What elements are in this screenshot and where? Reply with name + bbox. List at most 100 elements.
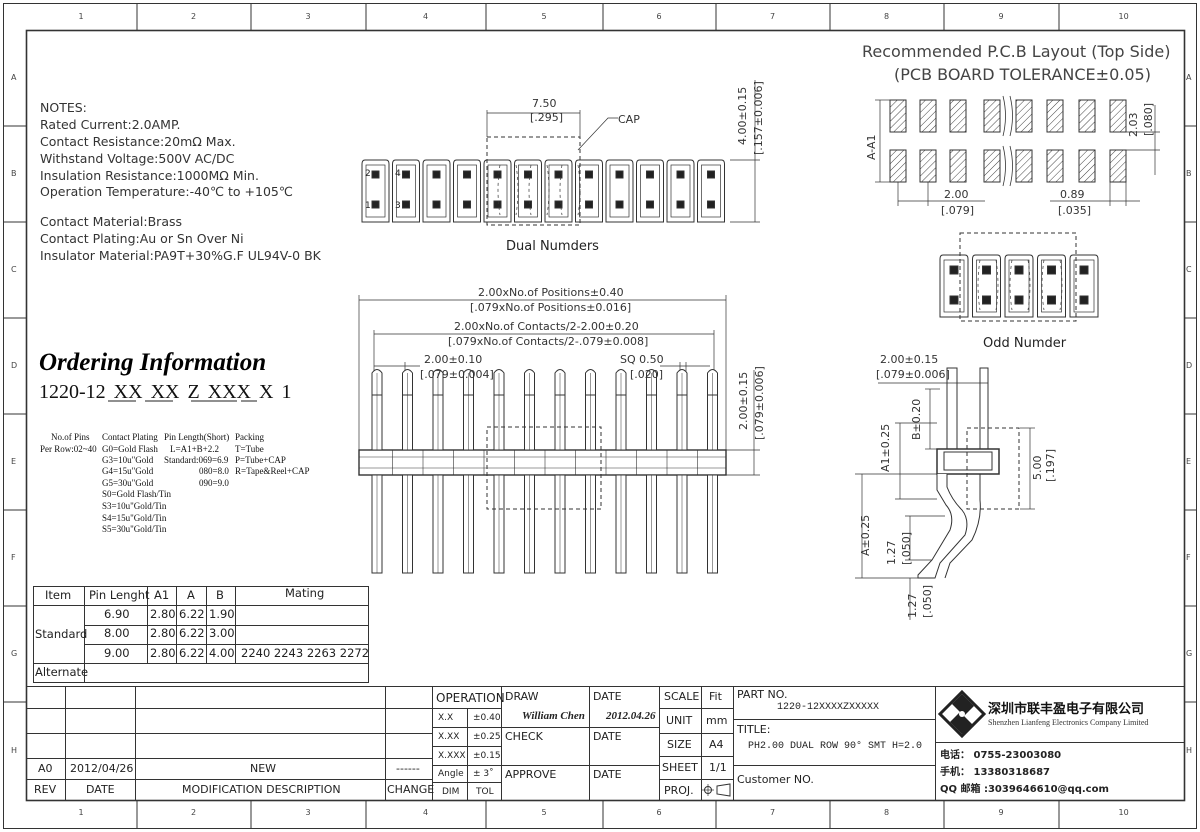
zone-col-label: 9 (998, 808, 1004, 817)
company-name-cn: 深圳市联丰盈电子有限公司 (988, 702, 1145, 717)
tb-tol-value: ±0.15 (473, 751, 501, 761)
dim-label-vertical: [.197] (1044, 448, 1057, 482)
order-group-line: G3=10u"Gold (102, 455, 154, 465)
tb-title: PH2.00 DUAL ROW 90° SMT H=2.0 (748, 741, 923, 752)
spec-cell: 6.90 (104, 607, 130, 621)
order-group-line: P=Tube+CAP (235, 455, 286, 465)
tb-drawer: William Chen (522, 710, 585, 722)
cap-label: CAP (618, 113, 640, 126)
tb-dim: DIM (442, 787, 460, 797)
rev-date-value: 2012/04/26 (70, 762, 134, 775)
dim-label: [.079xNo.of Contacts/2-.079±0.008] (448, 335, 649, 348)
order-group-line: No.of Pins (51, 432, 90, 442)
company-name-en: Shenzhen Lianfeng Electronics Company Li… (988, 718, 1149, 727)
spec-standard-label: Standard (35, 627, 88, 641)
pin-number: 2 (365, 169, 371, 179)
zone-row-label: A (11, 73, 17, 82)
zone-col-label: 4 (423, 808, 429, 817)
order-group-line: S3=10u"Gold/Tin (102, 501, 167, 511)
dim-label: 2.00±0.15 (880, 353, 939, 366)
zone-row-label: F (11, 553, 16, 562)
tb-draw: DRAW (505, 690, 539, 703)
ordering-title: Ordering Information (39, 349, 267, 376)
rev-value: A0 (38, 762, 53, 775)
dim-label-vertical: 4.00±0.15 (736, 86, 749, 145)
zone-col-label: 7 (770, 12, 776, 21)
spec-header: Mating (285, 586, 325, 600)
odd-label: Odd Numder (983, 336, 1067, 351)
order-code: 1220-12 XX XX Z XXX X 1 (39, 382, 291, 402)
order-code-prefix: 1220-12 (39, 381, 106, 403)
spec-header: B (216, 588, 224, 602)
dim-label-vertical: 1.27 (906, 593, 919, 619)
note-line: Insulator Material:PA9T+30%G.F UL94V-0 B… (40, 248, 321, 263)
spec-mating-cell: 2240 2243 2263 2272 (241, 646, 370, 660)
zone-col-label: 2 (191, 12, 197, 21)
pin-number: 3 (395, 201, 401, 211)
spec-cell: 2.80 (150, 646, 176, 660)
note-line: Contact Resistance:20mΩ Max. (40, 134, 236, 149)
order-group-line: Contact Plating (102, 432, 158, 442)
zone-row-label: G (1186, 649, 1193, 658)
tb-proj: PROJ. (664, 784, 694, 797)
tb-tol-value: ±0.40 (473, 713, 501, 723)
spec-cell: 1.90 (209, 607, 235, 621)
pcb-subtitle: (PCB BOARD TOLERANCE±0.05) (894, 65, 1151, 84)
rev-mod-value: NEW (250, 762, 277, 775)
zone-row-label: H (11, 746, 18, 755)
spec-cell: 4.00 (209, 646, 235, 660)
tb-title-label: TITLE: (737, 723, 771, 736)
note-line: Rated Current:2.0AMP. (40, 117, 181, 132)
order-code-z: Z (187, 381, 200, 403)
dim-label: [.079] (941, 204, 975, 217)
spec-cell: 9.00 (104, 646, 130, 660)
dim-label: [.035] (1058, 204, 1092, 217)
spec-cell: 6.22 (179, 646, 205, 660)
tb-tol-label: X.XXX (438, 751, 466, 761)
dim-label: SQ 0.50 (620, 353, 664, 366)
order-group-line: Per Row:02~40 (40, 444, 97, 454)
spec-cell: 2.80 (150, 607, 176, 621)
order-code-pins: XX (113, 381, 143, 403)
spec-header: A (187, 588, 195, 602)
order-group-line: S0=Gold Flash/Tin (102, 489, 172, 499)
order-group-line: T=Tube (235, 444, 264, 454)
spec-header: Item (45, 588, 72, 602)
tb-tol-label: X.X (438, 713, 454, 723)
pin-number: 1 (365, 201, 371, 211)
zone-row-label: F (1186, 553, 1191, 562)
order-group-line: G4=15u"Gold (102, 466, 154, 476)
rev-header: REV (34, 783, 57, 796)
tb-draw-date: 2012.04.26 (606, 710, 656, 722)
order-group-line: R=Tape&Reel+CAP (235, 466, 310, 476)
note-line: Contact Material:Brass (40, 214, 182, 229)
rev-mod-header: MODIFICATION DESCRIPTION (182, 783, 341, 796)
dim-label-vertical: A-A1 (865, 134, 878, 160)
dim-label-vertical: 5.00 (1031, 455, 1044, 481)
dim-label-vertical: 2.00±0.15 (737, 371, 750, 430)
tb-tol-label: Angle (438, 769, 464, 779)
zone-row-label: E (1186, 457, 1192, 466)
order-group-line: Packing (235, 432, 264, 442)
spec-cell: 6.22 (179, 626, 205, 640)
tb-tol: TOL (476, 787, 494, 797)
zone-col-label: 4 (423, 12, 429, 21)
dim-label-vertical: A1±0.25 (879, 423, 892, 472)
zone-col-label: 9 (998, 12, 1004, 21)
dual-label: Dual Numders (506, 239, 599, 254)
dim-label: [.295] (530, 111, 564, 124)
tb-check: CHECK (505, 730, 543, 743)
tb-date: DATE (593, 768, 622, 781)
tb-part-no-label: PART NO. (737, 688, 788, 701)
tb-date: DATE (593, 730, 622, 743)
company-email: QQ 邮箱 :3039646610@qq.com (940, 784, 1109, 795)
zone-row-label: A (1186, 73, 1192, 82)
tb-customer-label: Customer NO. (737, 773, 814, 786)
tb-part-no: 1220-12XXXXZXXXXX (777, 702, 880, 713)
spec-cell: 6.22 (179, 607, 205, 621)
tb-size-value: A4 (709, 738, 724, 751)
pcb-title: Recommended P.C.B Layout (Top Side) (862, 42, 1171, 61)
dim-label-vertical: [.079±0.006] (753, 366, 766, 440)
zone-row-label: D (1186, 361, 1193, 370)
tb-approve: APPROVE (505, 768, 557, 781)
